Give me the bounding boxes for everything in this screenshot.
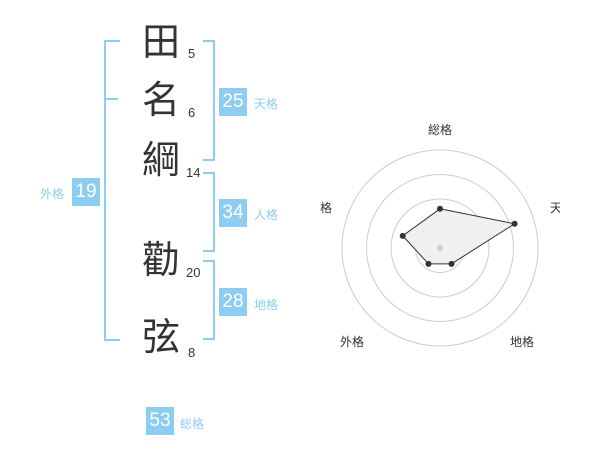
- stroke-count-5: 8: [188, 345, 196, 360]
- chikaku-bracket: [203, 260, 215, 340]
- radar-point-4: [425, 260, 432, 267]
- fortune-radar-chart: 総格 天格 地格 外格 人格: [320, 122, 560, 349]
- jinkaku-badge: 34: [219, 199, 247, 227]
- radar-point-5: [399, 232, 406, 239]
- stroke-count-2: 6: [188, 105, 196, 120]
- radar-ring: [390, 198, 490, 298]
- tenkaku-badge: 25: [219, 88, 247, 116]
- radar-point-1: [437, 205, 443, 212]
- gaikaku-bracket: [104, 40, 120, 341]
- radar-point-3: [448, 260, 455, 267]
- jinkaku-label: 人格: [254, 208, 279, 222]
- name-char-2: 名: [142, 78, 181, 122]
- soukaku-label: 総格: [180, 417, 205, 431]
- radar-point-2: [511, 220, 518, 227]
- soukaku-badge: 53: [146, 407, 174, 435]
- chikaku-label: 地格: [254, 298, 279, 312]
- gaikaku-label: 外格: [40, 187, 65, 201]
- jinkaku-bracket: [203, 172, 215, 252]
- radar-axis-label-chikaku: 地格: [510, 334, 534, 349]
- radar-axis-label-soukaku: 総格: [428, 122, 452, 137]
- name-char-5: 弦: [142, 315, 181, 359]
- radar-rings: [341, 149, 539, 347]
- gaikaku-badge: 19: [72, 178, 100, 206]
- radar-center-dot: [437, 245, 443, 251]
- tenkaku-bracket: [203, 40, 215, 161]
- radar-axis-label-jinkaku: 人格: [320, 200, 332, 215]
- radar-data-area: [401, 208, 516, 265]
- radar-axis-label-gaikaku: 外格: [340, 334, 364, 349]
- name-char-4: 勸: [142, 238, 181, 282]
- radar-axis-label-tenkaku: 天格: [550, 200, 560, 215]
- radar-ring: [341, 149, 539, 347]
- name-char-3: 綱: [142, 138, 181, 182]
- stroke-count-3: 14: [186, 165, 201, 180]
- stroke-count-4: 20: [186, 265, 201, 280]
- chikaku-badge: 28: [219, 288, 247, 316]
- gaikaku-bracket-divider: [104, 98, 118, 100]
- radar-data-points: [399, 205, 518, 267]
- tenkaku-label: 天格: [254, 97, 279, 111]
- name-char-1: 田: [142, 20, 181, 64]
- stroke-count-1: 5: [188, 46, 196, 61]
- radar-ring: [366, 174, 514, 322]
